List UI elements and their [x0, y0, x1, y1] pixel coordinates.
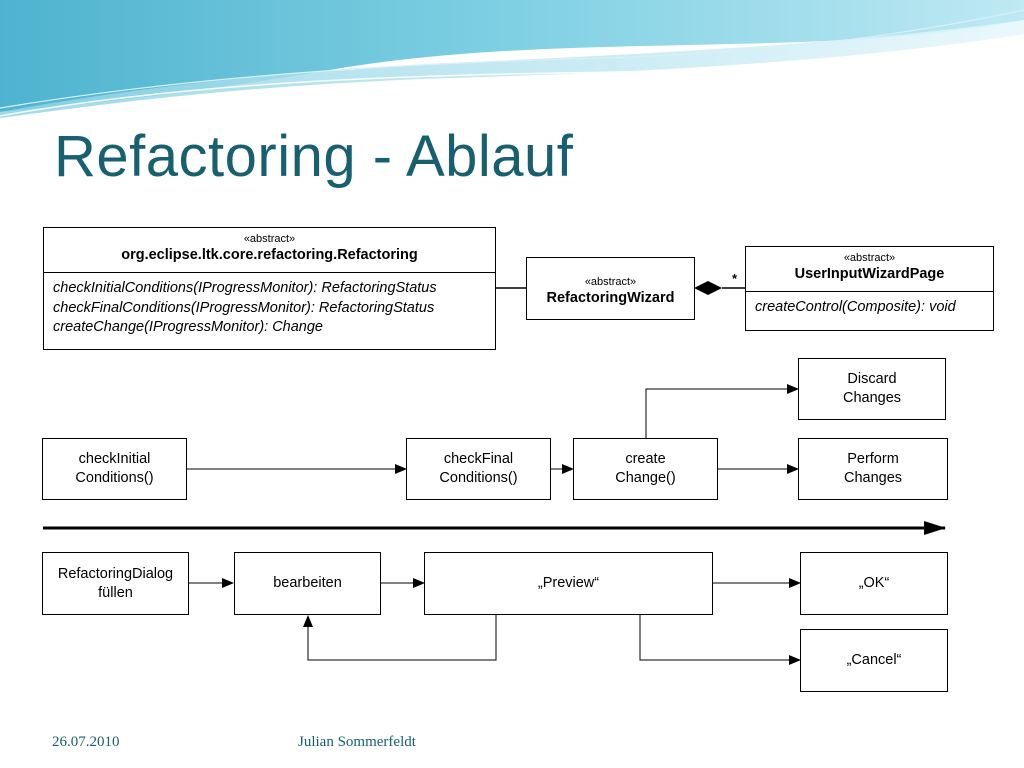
box-label: RefactoringDialog — [57, 565, 174, 582]
edit-box: bearbeiten — [234, 552, 381, 615]
stereotype-label: «abstract» — [843, 252, 896, 264]
fill-refactoring-dialog-box: RefactoringDialog füllen — [42, 552, 189, 615]
preview-box: „Preview“ — [424, 552, 713, 615]
box-label: Change() — [615, 470, 676, 486]
box-label: checkInitial — [78, 451, 151, 467]
box-label: Conditions() — [75, 470, 154, 486]
uml-class-refactoring-wizard: «abstract» RefactoringWizard — [526, 257, 695, 320]
operation: createChange(IProgressMonitor): Change — [53, 319, 323, 335]
box-label: Conditions() — [439, 470, 518, 486]
class-name: RefactoringWizard — [546, 290, 675, 306]
box-label: create — [625, 451, 666, 467]
stereotype-label: «abstract» — [584, 276, 637, 288]
class-name: UserInputWizardPage — [794, 266, 945, 282]
slide-title: Refactoring - Ablauf — [54, 124, 574, 189]
uml-class-refactoring: «abstract» org.eclipse.ltk.core.refactor… — [43, 227, 496, 350]
box-label: Perform — [847, 451, 899, 467]
class-name: org.eclipse.ltk.core.refactoring.Refacto… — [121, 247, 418, 263]
ok-box: „OK“ — [800, 552, 948, 615]
box-label: „Cancel“ — [846, 652, 902, 668]
footer-author: Julian Sommerfeldt — [298, 734, 416, 750]
uml-class-user-input-wizard-page: «abstract» UserInputWizardPage createCon… — [745, 246, 994, 331]
multiplicity-label: * — [732, 271, 738, 286]
box-label: Changes — [843, 470, 903, 486]
stereotype-label: «abstract» — [243, 233, 296, 245]
operation: checkFinalConditions(IProgressMonitor): … — [53, 299, 435, 316]
box-label: „OK“ — [858, 575, 890, 591]
cancel-box: „Cancel“ — [800, 629, 948, 692]
box-label: füllen — [98, 584, 133, 601]
composition-diamond — [694, 281, 722, 295]
box-label: Changes — [842, 390, 902, 406]
box-label: bearbeiten — [273, 575, 342, 591]
header-wave-decoration — [0, 0, 1024, 118]
arrow-preview-to-cancel — [639, 615, 801, 665]
arrow-preview-back-to-edit — [303, 615, 497, 661]
footer-date: 26.07.2010 — [52, 734, 120, 750]
box-label: checkFinal — [443, 451, 514, 467]
box-label: „Preview“ — [537, 575, 600, 591]
arrow-create-to-discard — [645, 384, 799, 439]
operation: checkInitialConditions(IProgressMonitor)… — [53, 280, 437, 296]
operation: createControl(Composite): void — [755, 299, 956, 315]
box-label: Discard — [847, 371, 897, 387]
